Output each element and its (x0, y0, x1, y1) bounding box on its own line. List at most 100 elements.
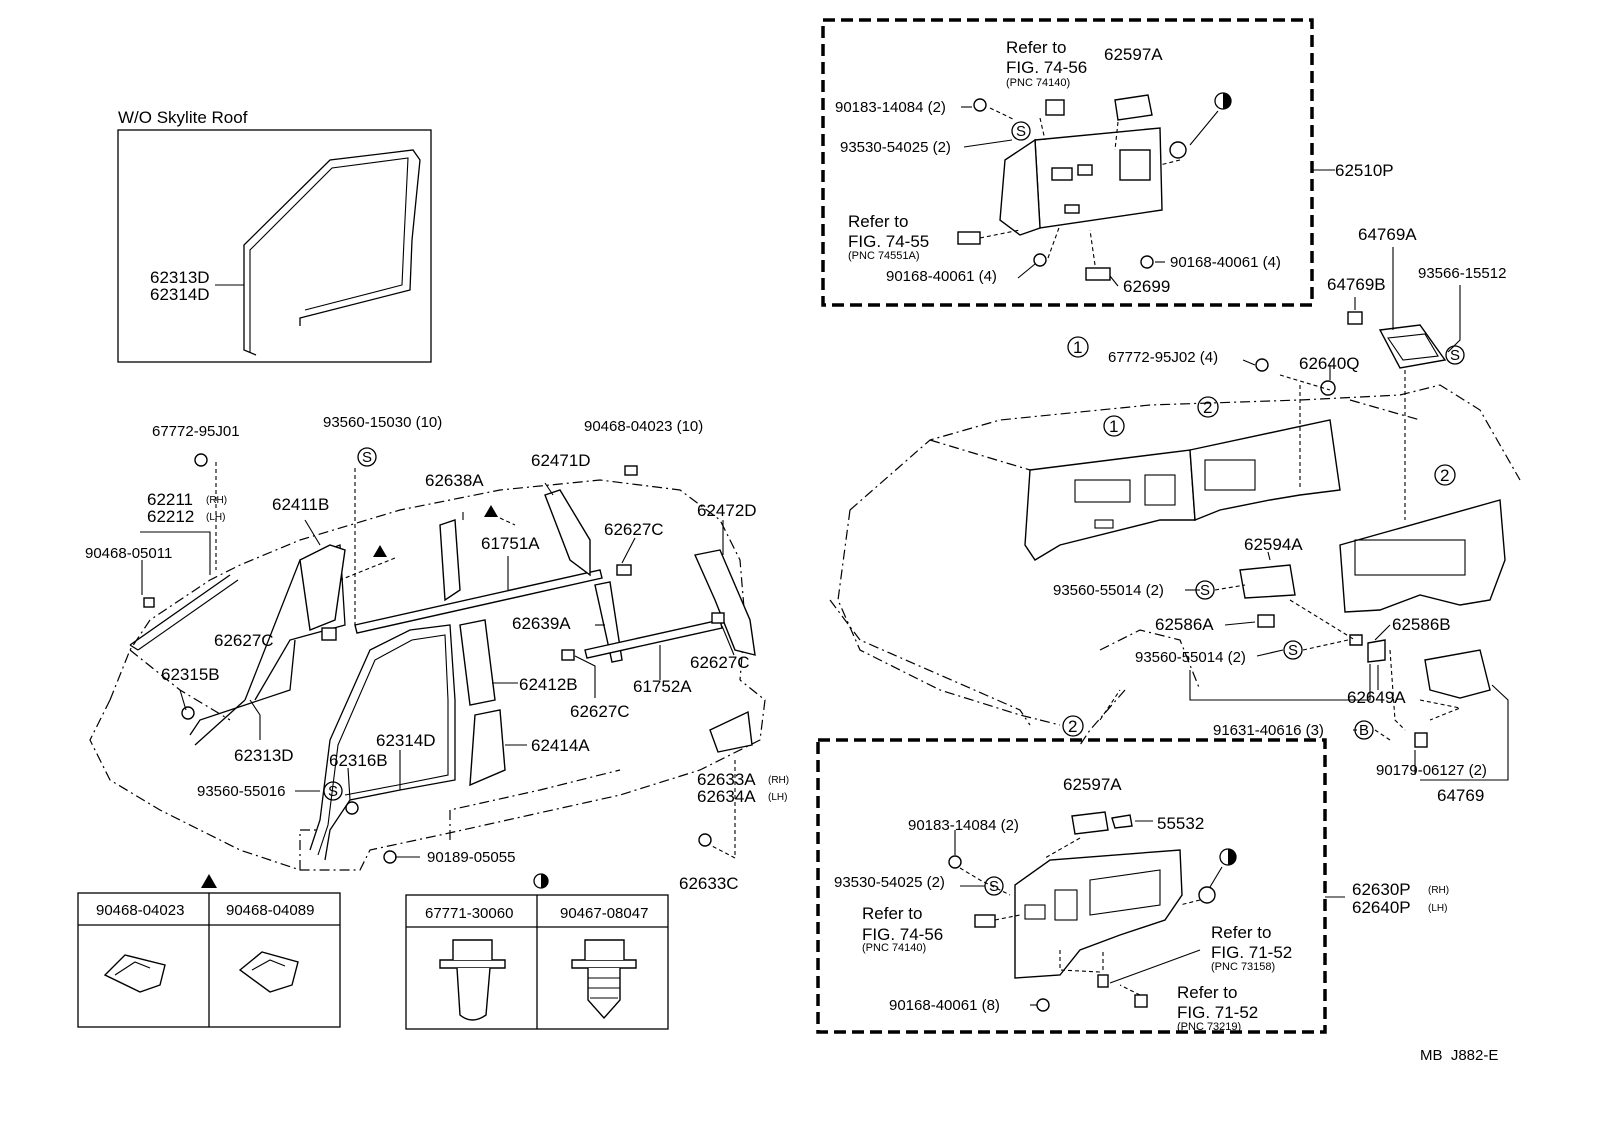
clip-90468-04023: 90468-04023 (96, 902, 184, 919)
label-62627C-a: 62627C (604, 520, 664, 539)
trim-62639A (594, 581, 623, 663)
s-symbol: S (357, 447, 377, 467)
part-62594A (1239, 564, 1296, 599)
label-64769: 64769 (1437, 786, 1484, 805)
label-62627C-b: 62627C (214, 631, 274, 650)
label-62633A: 62633A (697, 770, 756, 789)
label-91631-40616: 91631-40616 (3) (1213, 722, 1324, 739)
part-62649A (1367, 639, 1386, 663)
s-symbol: S (323, 781, 343, 801)
label-62412B: 62412B (519, 675, 578, 694)
marker-1: 1 (1109, 417, 1118, 436)
marker-2-bottom: 2 (1068, 717, 1077, 736)
label-67772-95J01: 67772-95J01 (152, 423, 240, 440)
svg-text:(RH): (RH) (206, 495, 227, 506)
label-62638A: 62638A (425, 471, 484, 490)
clip-table-triangle: 90468-04023 90468-04089 (77, 874, 341, 1028)
clip-67771-30060: 67771-30060 (425, 905, 513, 922)
label-90168-40061-b: 90168-40061 (4) (1170, 254, 1281, 271)
svg-text:(PNC 74140): (PNC 74140) (1006, 77, 1070, 89)
label-62510P: 62510P (1335, 161, 1394, 180)
part-62597A (1114, 94, 1153, 121)
label-64769A: 64769A (1358, 225, 1417, 244)
label-93560-55016: 93560-55016 (197, 783, 285, 800)
label-90183-14084: 90183-14084 (2) (835, 99, 946, 116)
svg-text:S: S (1288, 642, 1298, 659)
label-90179-06127: 90179-06127 (2) (1376, 762, 1487, 779)
label-62315B: 62315B (161, 665, 220, 684)
label-62699: 62699 (1123, 277, 1170, 296)
label-93560-55014-b: 93560-55014 (2) (1135, 649, 1246, 666)
inset-skylite: W/O Skylite Roof 62313D 62314D (117, 108, 432, 363)
label-61752A: 61752A (633, 677, 692, 696)
quarter-panel-right (1339, 499, 1506, 613)
b-symbol: B (1354, 720, 1374, 740)
label-62640Q: 62640Q (1299, 354, 1360, 373)
label-90468-05011: 90468-05011 (85, 545, 172, 562)
part-62597A-bottom (1071, 811, 1109, 835)
label-90468-04023-10: 90468-04023 (10) (584, 418, 703, 435)
marker-2-a: 2 (1203, 398, 1212, 417)
label-62639A: 62639A (512, 614, 571, 633)
s-symbol: S (1283, 640, 1303, 660)
refer-fig-74-56-bottom: FIG. 74-56 (862, 925, 943, 944)
label-62633C: 62633C (679, 874, 739, 893)
triangle-symbol (201, 874, 217, 888)
label-93566-15512: 93566-15512 (1418, 265, 1506, 282)
clip-table-halfcircle: 67771-30060 90467-08047 (405, 873, 669, 1030)
top-box: S Refer to FIG. 74-56 (PNC 74140) 62597A… (821, 18, 1394, 307)
s-symbol: S (1445, 345, 1465, 365)
svg-text:(LH): (LH) (206, 512, 225, 523)
label-62313D: 62313D (234, 746, 294, 765)
inset-weatherstrip (243, 149, 421, 356)
label-62634A: 62634A (697, 787, 756, 806)
trim-62414A (469, 709, 506, 787)
left-vehicle (89, 453, 766, 871)
label-62627C-c: 62627C (690, 653, 750, 672)
label-61751A: 61751A (481, 534, 540, 553)
left-labels: 67772-95J01 62211 (RH) 62212 (LH) 90468-… (85, 414, 789, 893)
svg-text:S: S (1016, 123, 1026, 140)
label-90168-40061-bottom: 90168-40061 (8) (889, 997, 1000, 1014)
clip-90467-08047: 90467-08047 (560, 905, 648, 922)
label-90183-14084-bottom: 90183-14084 (2) (908, 817, 1019, 834)
svg-text:(PNC 74140): (PNC 74140) (862, 942, 926, 954)
label-62630P: 62630P (1352, 880, 1411, 899)
label-62471D: 62471D (531, 451, 591, 470)
rail-61751A (354, 569, 603, 634)
label-62594A: 62594A (1244, 535, 1303, 554)
svg-text:Refer to: Refer to (1177, 983, 1237, 1002)
label-64769B: 64769B (1327, 275, 1386, 294)
svg-text:B: B (1359, 722, 1369, 739)
svg-text:(PNC 73219): (PNC 73219) (1177, 1021, 1241, 1033)
clip-90468-04089: 90468-04089 (226, 902, 314, 919)
label-62316B: 62316B (329, 751, 388, 770)
refer-fig-71-52-a: FIG. 71-52 (1211, 943, 1292, 962)
refer-fig-71-52-b: FIG. 71-52 (1177, 1003, 1258, 1022)
refer-fig-74-55: FIG. 74-55 (848, 232, 929, 251)
part-64769 (1424, 649, 1491, 699)
svg-text:(LH): (LH) (1428, 903, 1447, 914)
svg-text:Refer to: Refer to (1211, 923, 1271, 942)
label-62211: 62211 (147, 490, 193, 509)
label-62627C-d: 62627C (570, 702, 630, 721)
label-55532: 55532 (1157, 814, 1204, 833)
label-62472D: 62472D (697, 501, 757, 520)
label-62411B: 62411B (272, 495, 329, 514)
svg-text:S: S (362, 449, 372, 466)
svg-text:Refer to: Refer to (848, 212, 908, 231)
svg-text:S: S (989, 878, 999, 895)
svg-text:S: S (1450, 347, 1460, 364)
label-93530-54025-bottom: 93530-54025 (2) (834, 874, 945, 891)
pillar-62472D (694, 549, 756, 656)
drawing-code: MB J882-E (1420, 1047, 1498, 1064)
left-body-outline (89, 679, 766, 871)
svg-text:(PNC 73158): (PNC 73158) (1211, 961, 1275, 973)
inset-frame (117, 129, 432, 363)
label-62586A: 62586A (1155, 615, 1214, 634)
label-62649A: 62649A (1347, 688, 1406, 707)
label-62314D: 62314D (376, 731, 436, 750)
label-90168-40061-a: 90168-40061 (4) (886, 268, 997, 285)
